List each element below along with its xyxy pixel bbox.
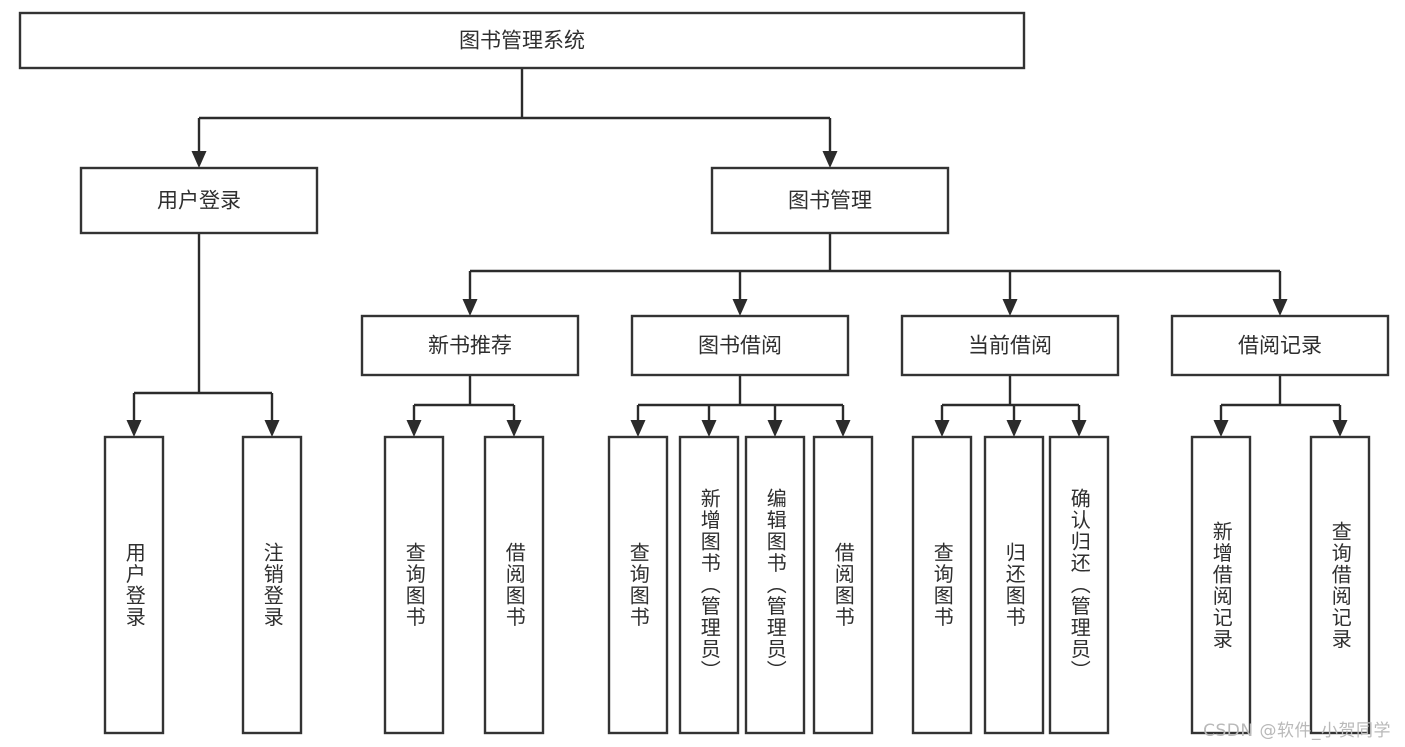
root-label-图书管理系统: 图书管理系统	[459, 29, 585, 53]
leaf-box-归还图书[interactable]	[983, 435, 1045, 735]
level3-box-借阅记录[interactable]	[1170, 314, 1390, 377]
userlogin_to_leaves-arrow-0	[126, 420, 142, 437]
leaf-box-新增图书管理员[interactable]	[678, 435, 740, 735]
newbook_to_leaves-arrow-0	[406, 420, 422, 437]
leaf-box-确认归还管理员[interactable]	[1048, 435, 1110, 735]
level2_to_level3-arrow-1	[732, 299, 748, 316]
record_to_leaves-arrow-1	[1332, 420, 1348, 437]
root_to_level2-arrow-1	[822, 151, 838, 168]
root_to_level2-arrow-0	[191, 151, 207, 168]
level2-box-用户登录[interactable]	[79, 166, 319, 235]
borrow_to_leaves-arrow-1	[701, 420, 717, 437]
current_to_leaves-arrow-0	[934, 420, 950, 437]
borrow_to_leaves-arrow-0	[630, 420, 646, 437]
leaf-box-新增借阅记录[interactable]	[1190, 435, 1252, 735]
leaf-box-用户登录[interactable]	[103, 435, 165, 735]
leaf-box-查询图书[interactable]	[607, 435, 669, 735]
leaf-box-编辑图书管理员[interactable]	[744, 435, 806, 735]
level3-label-图书借阅: 图书借阅	[698, 334, 782, 358]
csdn-watermark: CSDN @软件_小贺同学	[1203, 721, 1391, 741]
level3-box-新书推荐[interactable]	[360, 314, 580, 377]
connectors-layer	[126, 68, 1348, 437]
userlogin_to_leaves-arrow-1	[264, 420, 280, 437]
current_to_leaves-arrow-2	[1071, 420, 1087, 437]
level2-box-图书管理[interactable]	[710, 166, 950, 235]
leaf-box-借阅图书[interactable]	[812, 435, 874, 735]
level3-label-借阅记录: 借阅记录	[1238, 334, 1322, 358]
boxes-layer	[18, 11, 1390, 735]
leaf-box-借阅图书[interactable]	[483, 435, 545, 735]
level3-label-当前借阅: 当前借阅	[968, 334, 1052, 358]
leaf-box-查询图书[interactable]	[911, 435, 973, 735]
level2_to_level3-arrow-3	[1272, 299, 1288, 316]
current_to_leaves-arrow-1	[1006, 420, 1022, 437]
newbook_to_leaves-arrow-1	[506, 420, 522, 437]
level2-label-用户登录: 用户登录	[157, 189, 241, 213]
borrow_to_leaves-arrow-3	[835, 420, 851, 437]
record_to_leaves-arrow-0	[1213, 420, 1229, 437]
borrow_to_leaves-arrow-2	[767, 420, 783, 437]
leaf-box-查询借阅记录[interactable]	[1309, 435, 1371, 735]
level2_to_level3-arrow-2	[1002, 299, 1018, 316]
level2-label-图书管理: 图书管理	[788, 189, 872, 213]
leaf-box-查询图书[interactable]	[383, 435, 445, 735]
level2_to_level3-arrow-0	[462, 299, 478, 316]
level3-label-新书推荐: 新书推荐	[428, 334, 512, 358]
level3-box-当前借阅[interactable]	[900, 314, 1120, 377]
root-box-图书管理系统[interactable]	[18, 11, 1026, 70]
level3-box-图书借阅[interactable]	[630, 314, 850, 377]
leaf-box-注销登录[interactable]	[241, 435, 303, 735]
